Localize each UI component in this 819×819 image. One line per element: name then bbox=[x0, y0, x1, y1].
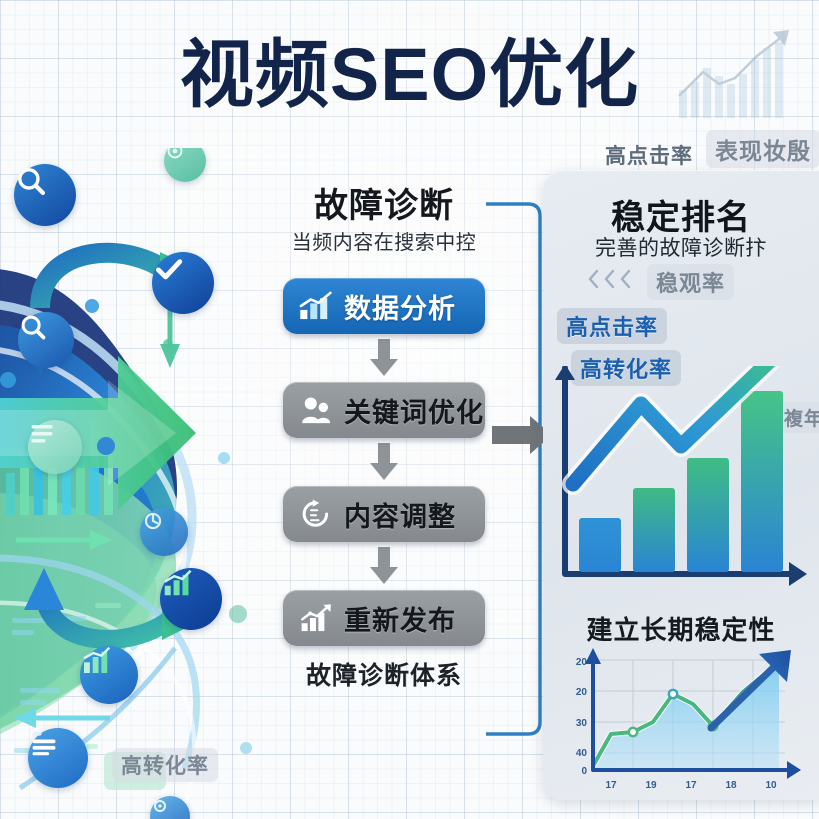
flow-step-data-analysis[interactable]: 数据分析 bbox=[283, 278, 485, 334]
users-icon bbox=[302, 397, 331, 424]
y-tick-label: 20 bbox=[576, 687, 588, 698]
y-tick-label: 20 bbox=[576, 657, 588, 668]
flow-bracket-connector bbox=[486, 202, 542, 736]
chevron-left-decoration-icon bbox=[588, 269, 631, 289]
down-arrow-connector-icon bbox=[370, 443, 398, 480]
down-arrow-connector-icon bbox=[370, 339, 398, 376]
bar-chart-icon bbox=[299, 291, 332, 320]
y-tick-label: 30 bbox=[576, 718, 588, 729]
panel-heading: 稳定排名 bbox=[611, 199, 751, 237]
flow-step-republish[interactable]: 重新发布 bbox=[283, 590, 485, 646]
decorative-growth-chart-icon bbox=[678, 30, 789, 118]
flow-subtitle: 当频内容在搜索中控 bbox=[291, 232, 477, 254]
floating-label-performance: 表现妆殷 bbox=[706, 130, 819, 168]
badge-stable-view-rate: 稳观率 bbox=[647, 264, 735, 300]
settings-icon bbox=[140, 508, 188, 556]
flow-step-keyword-optimization[interactable]: 关键词优化 bbox=[283, 382, 485, 438]
flow-to-result-arrow-icon bbox=[492, 416, 552, 454]
search-icon bbox=[14, 164, 76, 226]
x-tick-label: 17 bbox=[685, 780, 697, 791]
panel-caption: 建立长期稳定性 bbox=[586, 615, 776, 645]
down-arrow-connector-icon bbox=[370, 547, 398, 584]
flow-step-label: 数据分析 bbox=[344, 293, 456, 324]
result-panel: 稳定排名 完善的故障诊断抃 稳观率 高点击率 高转化率 複年 bbox=[543, 170, 819, 800]
chart-circle-icon bbox=[160, 568, 222, 630]
check-circle-icon bbox=[152, 252, 214, 314]
x-tick-label: 10 bbox=[765, 780, 777, 791]
page-title: 视频SEO优化 bbox=[179, 33, 640, 116]
floating-label-conversion: 高转化率 bbox=[112, 748, 218, 782]
flow-heading: 故障诊断 bbox=[314, 187, 454, 225]
badge-high-click-rate: 高点击率 bbox=[557, 308, 668, 344]
long-term-stability-chart: 0 40 30 20 20 17 19 17 18 10 bbox=[576, 648, 801, 791]
panel-subtitle: 完善的故障诊断抃 bbox=[595, 237, 767, 260]
floating-label-click-rate: 高点击率 bbox=[605, 145, 693, 168]
target-icon bbox=[164, 148, 206, 182]
bar-chart-icon bbox=[80, 646, 138, 704]
x-tick-label: 19 bbox=[645, 780, 657, 791]
y-tick-label: 0 bbox=[581, 766, 587, 777]
flow-step-label: 关键词优化 bbox=[344, 397, 484, 428]
x-tick-label: 18 bbox=[725, 780, 737, 791]
flow-step-content-adjustment[interactable]: 内容调整 bbox=[283, 486, 485, 542]
flow-column: 故障诊断 当频内容在搜索中控 数据分析 关键词优化 bbox=[258, 186, 510, 692]
trend-chart-icon bbox=[301, 604, 331, 632]
abstract-data-flow-artwork bbox=[0, 148, 300, 819]
badge-high-conversion-rate: 高转化率 bbox=[571, 350, 682, 386]
y-tick-label: 40 bbox=[576, 748, 588, 759]
flow-step-label: 内容调整 bbox=[344, 501, 456, 532]
flow-caption: 故障诊断体系 bbox=[305, 662, 462, 690]
dot-icon bbox=[150, 796, 190, 819]
document-icon bbox=[28, 420, 82, 474]
refresh-icon bbox=[302, 499, 329, 527]
search-icon bbox=[18, 312, 74, 368]
flow-step-label: 重新发布 bbox=[344, 605, 456, 636]
growth-bar-chart bbox=[555, 366, 807, 586]
x-tick-label: 17 bbox=[605, 780, 617, 791]
document-icon bbox=[28, 728, 88, 788]
